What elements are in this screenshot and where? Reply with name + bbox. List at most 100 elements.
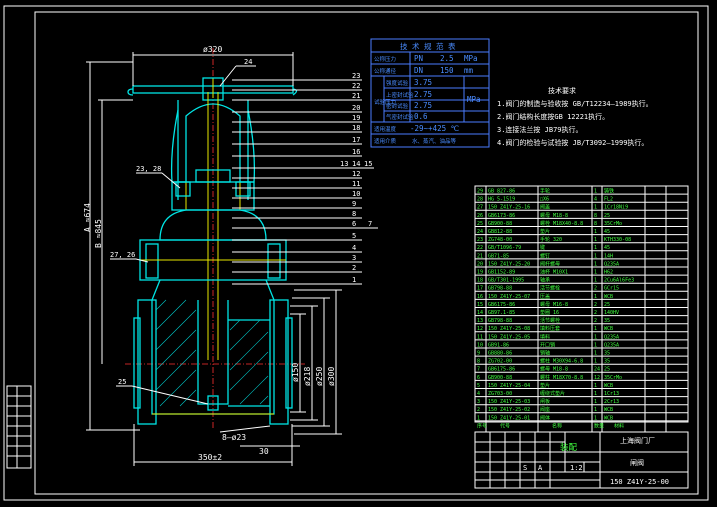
- bom-name: 垫片: [540, 228, 550, 235]
- bom-no: 5: [477, 383, 480, 389]
- spec-table: 技 术 规 范 表 试验压力 公称压力 PN 2.5 MPa 公称通径 DN 1…: [370, 38, 490, 148]
- callout-2: 2: [352, 264, 356, 272]
- spec-value-2: 3.75: [414, 78, 432, 87]
- bom-name: 手轮: [540, 188, 550, 195]
- bom-no: 16: [477, 294, 483, 300]
- note-2: 2.阀门结构长度按GB 12221执行。: [497, 112, 609, 121]
- bom-mat: 35: [604, 359, 610, 365]
- bom-name: 缠绕式垫片: [540, 390, 565, 397]
- bom-qty: 1: [594, 415, 597, 421]
- spec-value-7: 水、蒸汽、油品等: [412, 137, 457, 145]
- bom-no: 11: [477, 334, 483, 340]
- bom-qty: 2: [594, 318, 597, 324]
- bom-qty: 1: [594, 342, 597, 348]
- bom-no: 24: [477, 229, 483, 235]
- bom-qty: 24: [594, 367, 600, 373]
- bom-std: GB812-88: [488, 229, 512, 235]
- bom-no: 15: [477, 302, 483, 308]
- bom-mat: WCB: [604, 294, 613, 300]
- bom-std: 150 Z41Y-25-20: [488, 261, 530, 267]
- dim-bolts: 8–ø23: [222, 433, 246, 442]
- bom-name: 阀杆螺母: [540, 260, 560, 267]
- bom-mat: H62: [604, 270, 613, 276]
- bom-qty: 1: [594, 205, 597, 211]
- callout-18: 18: [352, 124, 360, 132]
- dim-d300: ø300: [327, 367, 336, 386]
- callout-6: 6: [352, 220, 356, 228]
- bom-name: 垫片: [540, 382, 550, 389]
- bom-name: 活节螺栓: [540, 317, 560, 324]
- bom-mat: 1Cr13: [604, 391, 619, 397]
- callout-9: 9: [352, 200, 356, 208]
- spec-unit-1: mm: [464, 66, 474, 75]
- bom-std: GB1152-89: [488, 270, 515, 276]
- callout-5: 5: [352, 232, 356, 240]
- callout-23: 23: [352, 72, 360, 80]
- bom-mat: WCB: [604, 326, 613, 332]
- bom-no: 4: [477, 391, 480, 397]
- bom-name: 轴承: [540, 277, 550, 284]
- spec-value-4: 2.75: [414, 101, 432, 110]
- bom-name: 销轴: [540, 350, 550, 357]
- valve-body: [133, 279, 293, 425]
- bom-std: 150 Z41Y-25-16: [488, 205, 530, 211]
- left-margin-table: [6, 385, 32, 469]
- bom-std: 150 Z41Y-25-04: [488, 383, 530, 389]
- callout-21: 21: [352, 92, 360, 100]
- bom-no: 21: [477, 253, 483, 259]
- bom-qty: 2: [594, 310, 597, 316]
- bom-mat: Q235A: [604, 342, 619, 348]
- callout-12: 12: [352, 170, 360, 178]
- bom-mat: 25: [604, 367, 610, 373]
- callout-13: 13: [340, 160, 348, 168]
- bom-no: 12: [477, 326, 483, 332]
- bom-no: 13: [477, 318, 483, 324]
- bom-mat: 2Cr13: [604, 399, 619, 405]
- dim-face: 30: [259, 447, 269, 456]
- callout-25: 25: [118, 378, 126, 386]
- bom-std: 150 Z41Y-25-03: [488, 399, 530, 405]
- bom-std: GB6175-86: [488, 367, 515, 373]
- bom-mat: Q235A: [604, 334, 619, 340]
- bom-no: 29: [477, 189, 483, 195]
- spec-value-0: 2.5: [440, 54, 454, 63]
- bom-std: GB6175-86: [488, 302, 515, 308]
- bom-mat: WCB: [604, 407, 613, 413]
- bom-name: 螺母 M16-8: [540, 301, 568, 308]
- spec-label-0: 公称压力: [374, 55, 396, 63]
- bom-name: 螺栓 M18X40-8.8: [540, 220, 583, 227]
- bom-no: 20: [477, 261, 483, 267]
- bom-header: 代号: [500, 422, 510, 429]
- spec-side-label: 试验压力: [374, 98, 396, 106]
- bom-std: GB/T301-1995: [488, 278, 524, 284]
- callout-24: 24: [244, 58, 252, 66]
- bom-mat: 25: [604, 213, 610, 219]
- bom-no: 26: [477, 213, 483, 219]
- title-tag-a: A: [538, 464, 543, 472]
- outer-frame: [3, 5, 709, 501]
- callout-3: 3: [352, 254, 356, 262]
- dim-height-b: B ≈845: [94, 219, 103, 248]
- drawing-border: [34, 11, 699, 495]
- bom-name: 阀座: [540, 406, 550, 413]
- callout-4: 4: [352, 244, 356, 252]
- bom-name: □X6: [540, 197, 549, 203]
- bom-name: 压盖: [540, 293, 550, 300]
- bom-qty: 1: [594, 189, 597, 195]
- dim-d150: ø150: [291, 363, 300, 382]
- bom-header: 序号: [477, 422, 487, 429]
- bom-header: 名称: [552, 422, 562, 429]
- title-part: 装配: [560, 442, 578, 453]
- bom-qty: 1: [594, 229, 597, 235]
- bom-no: 9: [477, 351, 480, 357]
- bom-no: 28: [477, 197, 483, 203]
- bom-mat: 45: [604, 245, 610, 251]
- note-1: 1.阀门的制造与验收按 GB/T12234—1989执行。: [497, 99, 653, 108]
- bom-std: GB900-88: [488, 375, 512, 381]
- bom-mat: 35CrMo: [604, 221, 622, 227]
- title-company: 上海阀门厂: [620, 436, 655, 445]
- spec-value-6: -29~+425 ℃: [410, 124, 460, 133]
- bom-name: 阀体: [540, 414, 550, 421]
- callout-15: 15: [364, 160, 372, 168]
